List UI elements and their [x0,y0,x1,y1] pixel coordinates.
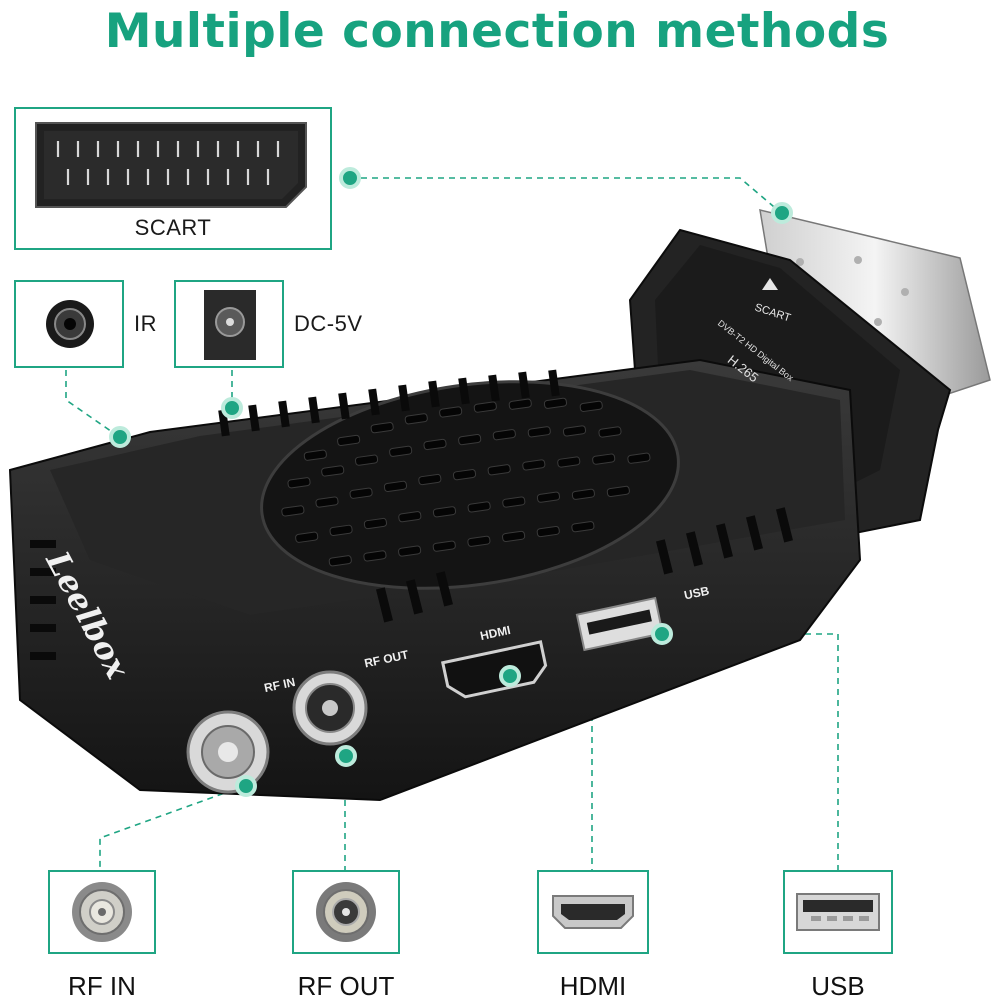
callout-dots [109,167,793,797]
ir-callout [14,280,124,368]
scart-callout: SCART [14,107,332,250]
ir-port-icon [46,300,94,348]
rf-out-connector-icon [316,882,376,942]
usb-port-icon [796,893,880,931]
hdmi-label: HDMI [559,971,627,1001]
device-body [8,358,862,802]
scart-port-icon [35,122,307,208]
rf-out-box [292,870,400,954]
rf-in-box [48,870,156,954]
hdmi-port-icon [552,895,634,929]
hdmi-box [537,870,649,954]
usb-box [783,870,893,954]
dc-callout [174,280,284,368]
ir-label: IR [134,311,157,336]
scart-label: SCART [134,215,212,240]
usb-label: USB [811,971,865,1001]
dc-port-icon [204,290,256,360]
dc-label: DC-5V [294,311,363,336]
rf-in-label: RF IN [68,971,136,1001]
page-title: Multiple connection methods [104,4,890,59]
rf-in-connector-icon [72,882,132,942]
rf-out-label: RF OUT [297,971,395,1001]
